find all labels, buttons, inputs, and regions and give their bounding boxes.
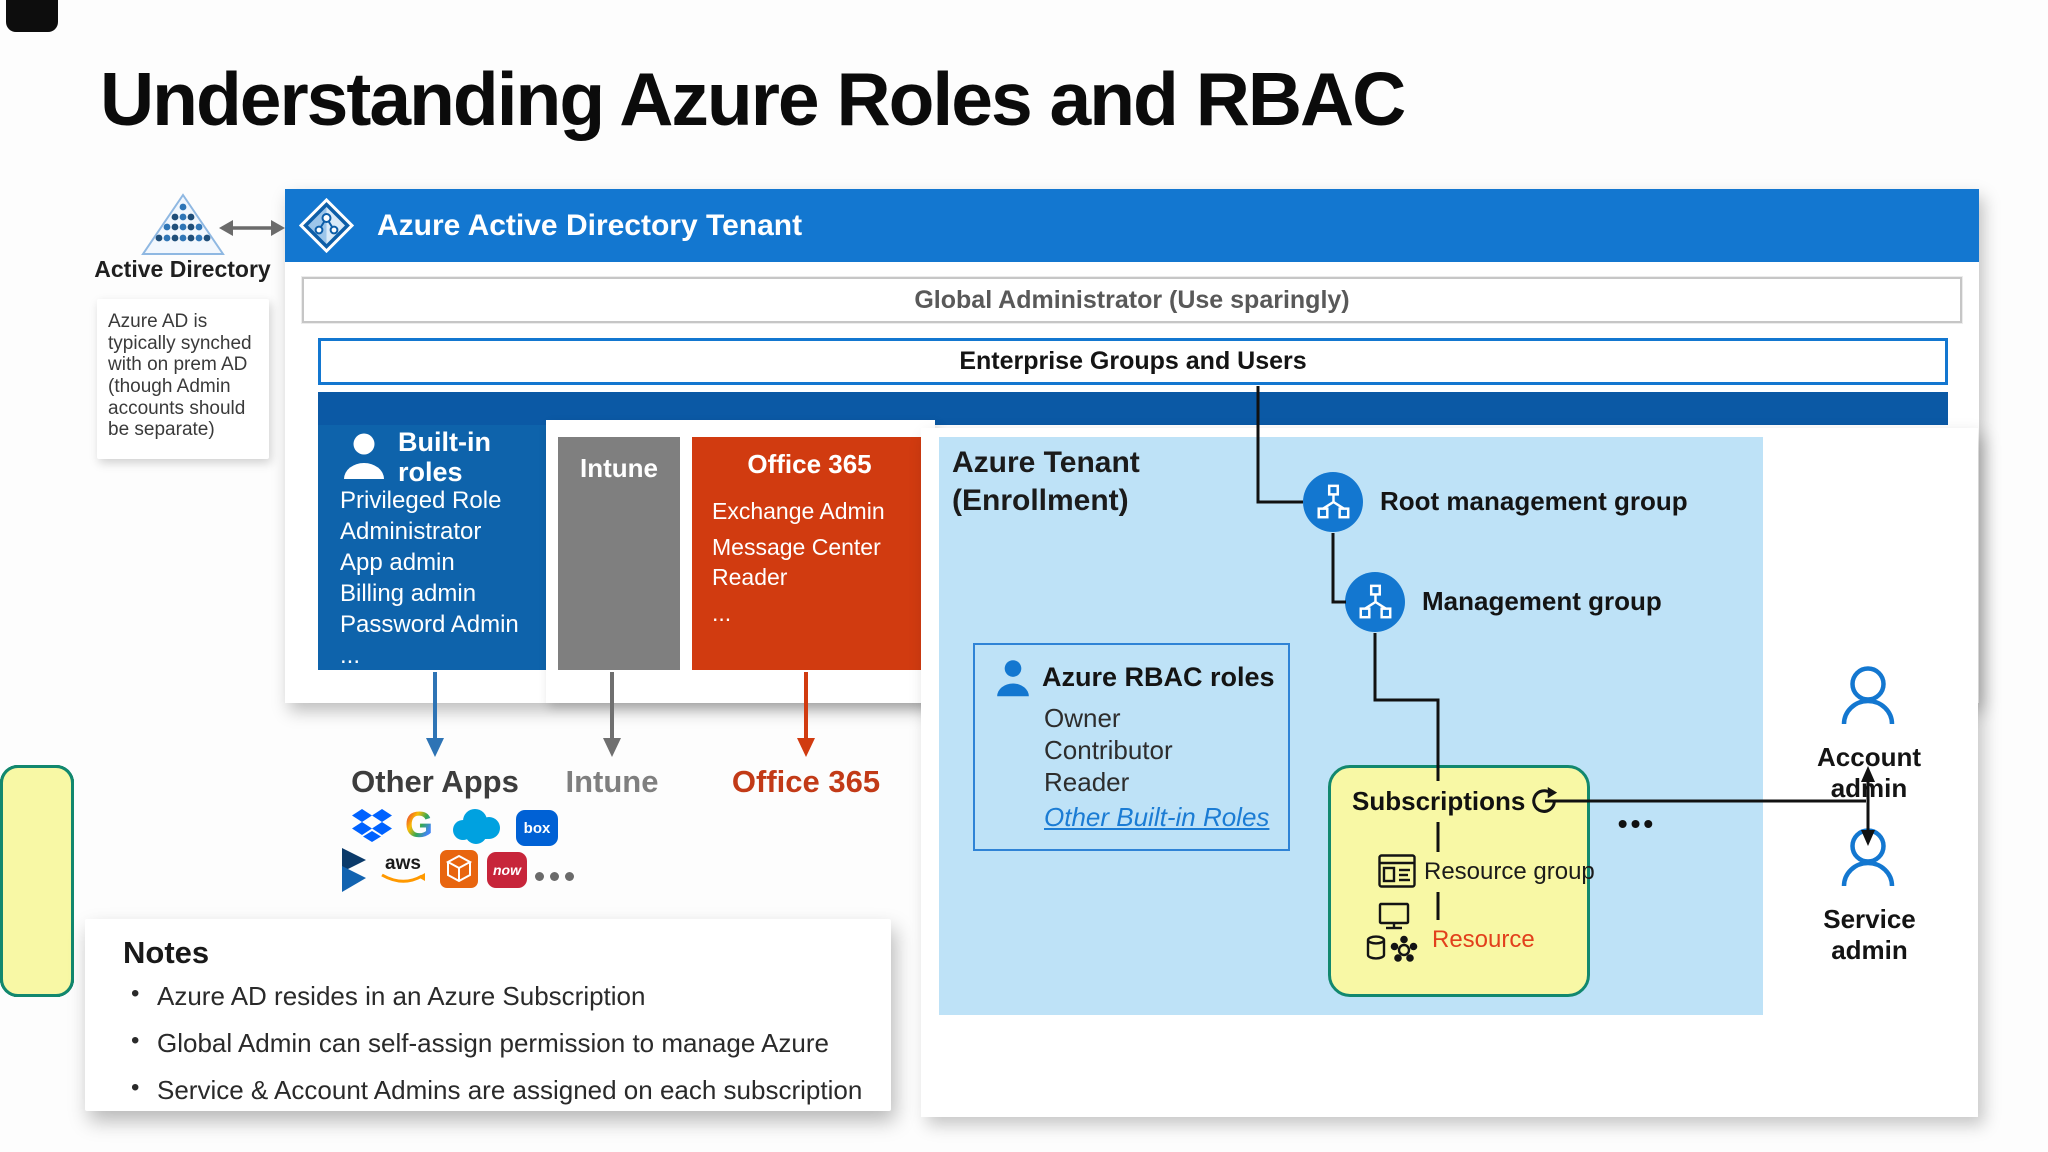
dropbox-icon (352, 809, 392, 842)
more-apps-icon (535, 868, 581, 886)
subscription-card (0, 765, 74, 997)
resource-group-icon (1378, 854, 1416, 888)
person-icon (997, 660, 1029, 697)
note-item: Service & Account Admins are assigned on… (129, 1074, 869, 1106)
resource-group-label: Resource group (1424, 858, 1595, 885)
azure-rbac-roles-box (973, 643, 1290, 851)
root-management-group-icon (1303, 472, 1363, 532)
note-item: Azure AD resides in an Azure Subscriptio… (129, 980, 869, 1012)
office-365-title: Office 365 (747, 449, 872, 479)
built-in-role: ... (340, 641, 361, 669)
servicenow-icon: now (487, 852, 527, 888)
google-icon: G (398, 804, 440, 846)
built-in-roles-title: Built-in roles (398, 427, 491, 487)
aws-icon: aws (378, 850, 428, 890)
office-role: Exchange Admin (712, 498, 885, 524)
refresh-icon (1532, 786, 1558, 813)
note-item: Global Admin can self-assign permission … (129, 1027, 869, 1059)
azure-rbac-roles-title: Azure RBAC roles (1042, 662, 1275, 692)
servicenow-label: now (493, 862, 521, 878)
player-corner-chip (6, 0, 58, 32)
tenant-divider-bar (318, 392, 1948, 425)
intune-box-label: Intune (580, 453, 658, 483)
person-icon (344, 433, 384, 479)
office-365-roles-list: Exchange Admin Message Center Reader ... (712, 497, 912, 635)
service-admin-label: Service admin (1823, 904, 1916, 965)
box-label: box (523, 819, 551, 837)
enterprise-groups-users-bar: Enterprise Groups and Users (318, 338, 1948, 385)
office-365-box: Office 365 Exchange Admin Message Center… (692, 437, 927, 670)
other-apps-label: Other Apps (351, 764, 519, 799)
intune-label: Intune (565, 764, 659, 799)
aws-cube-icon (440, 850, 478, 888)
account-admin-icon (1841, 666, 1895, 725)
rbac-role: Owner (1044, 703, 1121, 733)
root-management-group-label: Root management group (1380, 486, 1688, 516)
azure-tenant-title: Azure Tenant (Enrollment) (952, 446, 1140, 517)
service-admin-icon (1841, 828, 1895, 887)
management-group-icon (1345, 572, 1405, 632)
azure-ad-icon (299, 198, 354, 253)
resource-label: Resource (1432, 926, 1535, 953)
built-in-role: App admin (340, 548, 455, 576)
dynamics-365-icon (342, 848, 366, 892)
built-in-roles-box: Built-in roles Privileged Role Administr… (318, 392, 546, 670)
rbac-roles-list: Owner Contributor Reader Other Built-in … (1044, 702, 1269, 833)
aad-tenant-title: Azure Active Directory Tenant (377, 209, 803, 242)
built-in-role: Password Admin (340, 610, 519, 638)
global-administrator-bar: Global Administrator (Use sparingly) (302, 277, 1962, 323)
other-built-in-roles-link[interactable]: Other Built-in Roles (1044, 801, 1270, 832)
subscriptions-title-row: Subscriptions (1352, 786, 1572, 817)
aad-tenant-header-bar: Azure Active Directory Tenant (285, 189, 1979, 262)
office-role: Message Center Reader (712, 533, 881, 590)
more-subscriptions-dots: ••• (1617, 808, 1657, 839)
office-role: ... (712, 599, 732, 626)
built-in-role: Billing admin (340, 579, 477, 607)
notes-box: Notes Azure AD resides in an Azure Subsc… (85, 919, 891, 1111)
page-title: Understanding Azure Roles and RBAC (100, 57, 1406, 141)
active-directory-icon (141, 193, 225, 255)
aws-label: aws (385, 852, 421, 874)
office-365-label: Office 365 (731, 764, 881, 799)
resource-icon (1366, 902, 1418, 962)
management-group-label: Management group (1422, 586, 1662, 616)
subscriptions-title: Subscriptions (1352, 786, 1526, 816)
rbac-role: Reader (1044, 767, 1130, 798)
salesforce-icon (453, 809, 500, 844)
box-icon: box (516, 810, 558, 846)
notes-list: Azure AD resides in an Azure Subscriptio… (129, 980, 869, 1122)
rbac-role: Contributor (1044, 735, 1173, 766)
built-in-roles-list: Privileged Role Administrator App admin … (340, 486, 532, 672)
active-directory-label: Active Directory (94, 256, 271, 282)
azure-ad-sync-note: Azure AD is typically synched with on pr… (97, 299, 269, 459)
intune-box: Intune (558, 437, 680, 670)
aws-smile (381, 872, 425, 883)
account-admin-label: Account admin (1817, 742, 1921, 803)
notes-title: Notes (123, 935, 210, 970)
workloads-subpanel: Intune Office 365 Exchange Admin Message… (546, 420, 935, 703)
google-letter: G (404, 804, 433, 845)
built-in-role: Privileged Role Administrator (340, 487, 502, 545)
